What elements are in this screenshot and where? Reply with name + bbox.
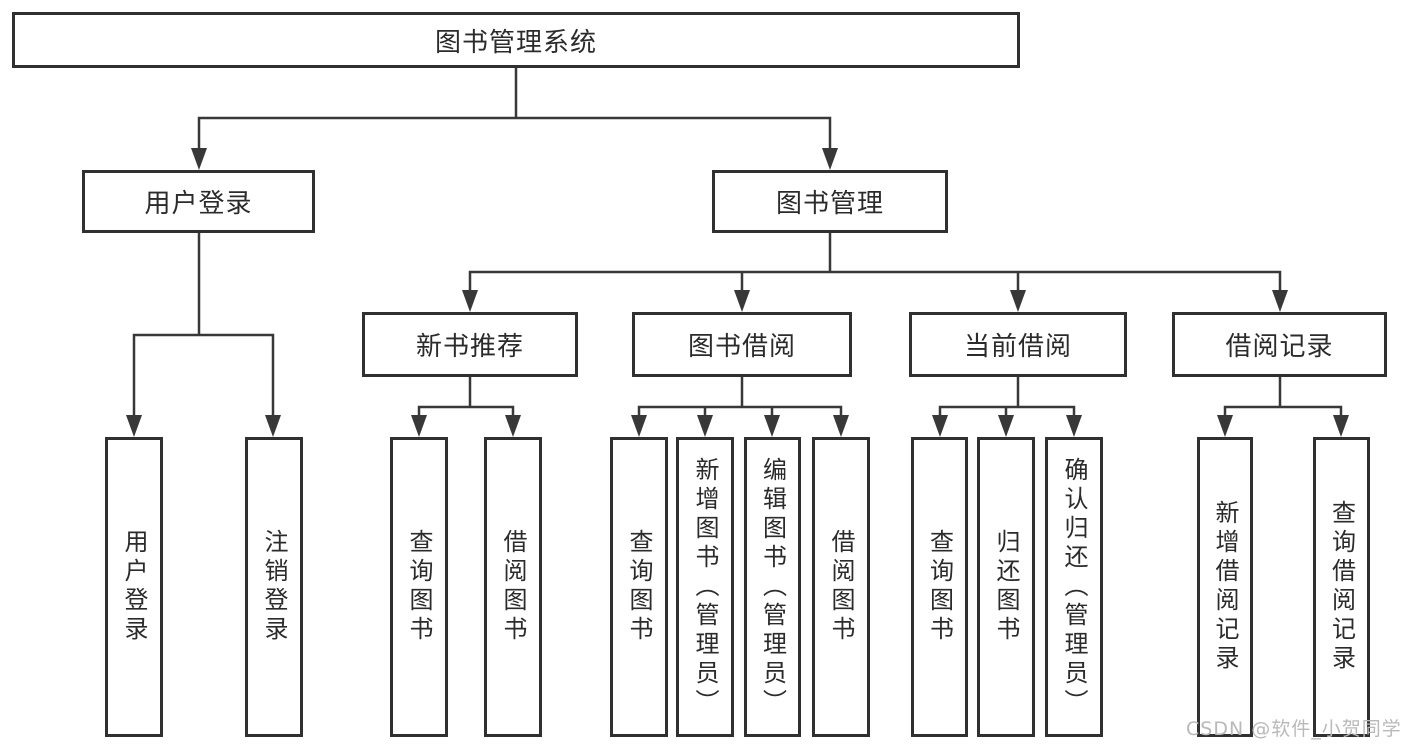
node-label: 用户登录 (120, 529, 148, 645)
leaf-add-books-admin: 新增图书（管理员） (676, 437, 734, 737)
node-label: 查询图书 (405, 529, 433, 645)
node-label: 图书借阅 (687, 332, 796, 362)
node-label: 图书管理 (775, 189, 884, 219)
node-label: 查询图书 (925, 529, 954, 645)
node-label: 查询借阅记录 (1327, 500, 1356, 674)
leaf-borrow-books: 借阅图书 (812, 437, 870, 737)
node-label: 注销登录 (260, 529, 288, 645)
node-book-management: 图书管理 (712, 170, 948, 233)
node-label: 新增图书（管理员） (691, 456, 719, 718)
leaf-query-books-recommend: 查询图书 (390, 437, 448, 737)
node-label: 用户登录 (144, 189, 253, 219)
leaf-confirm-return-admin: 确认归还（管理员） (1045, 437, 1103, 737)
node-library-management-system: 图书管理系统 (12, 12, 1020, 68)
node-label: 借阅记录 (1225, 332, 1334, 362)
node-label: 借阅图书 (827, 529, 855, 645)
leaf-logout: 注销登录 (245, 437, 303, 737)
leaf-edit-books-admin: 编辑图书（管理员） (744, 437, 801, 737)
node-label: 编辑图书（管理员） (758, 456, 787, 718)
leaf-borrow-books-recommend: 借阅图书 (484, 437, 542, 737)
node-label: 当前借阅 (963, 332, 1072, 362)
node-book-borrowing: 图书借阅 (632, 312, 852, 377)
node-label: 新书推荐 (415, 332, 524, 362)
node-label: 确认归还（管理员） (1060, 456, 1088, 718)
node-label: 图书管理系统 (434, 27, 597, 58)
leaf-query-borrow-record: 查询借阅记录 (1313, 437, 1370, 737)
leaf-return-books: 归还图书 (977, 437, 1035, 737)
node-label: 借阅图书 (499, 529, 527, 645)
leaf-user-login: 用户登录 (105, 437, 163, 737)
node-label: 归还图书 (992, 529, 1020, 645)
watermark: CSDN @软件_小贺同学 (1186, 718, 1402, 740)
leaf-query-books-current: 查询图书 (911, 437, 968, 737)
leaf-add-borrow-record: 新增借阅记录 (1197, 437, 1253, 737)
node-user-login: 用户登录 (82, 170, 315, 233)
node-label: 查询图书 (625, 529, 653, 645)
node-current-borrowing: 当前借阅 (909, 312, 1127, 377)
node-new-book-recommend: 新书推荐 (362, 312, 578, 377)
leaf-query-books-borrow: 查询图书 (610, 437, 668, 737)
node-borrowing-records: 借阅记录 (1172, 312, 1387, 377)
node-label: 新增借阅记录 (1211, 500, 1239, 674)
down-arrowhead-icons (126, 148, 1349, 437)
